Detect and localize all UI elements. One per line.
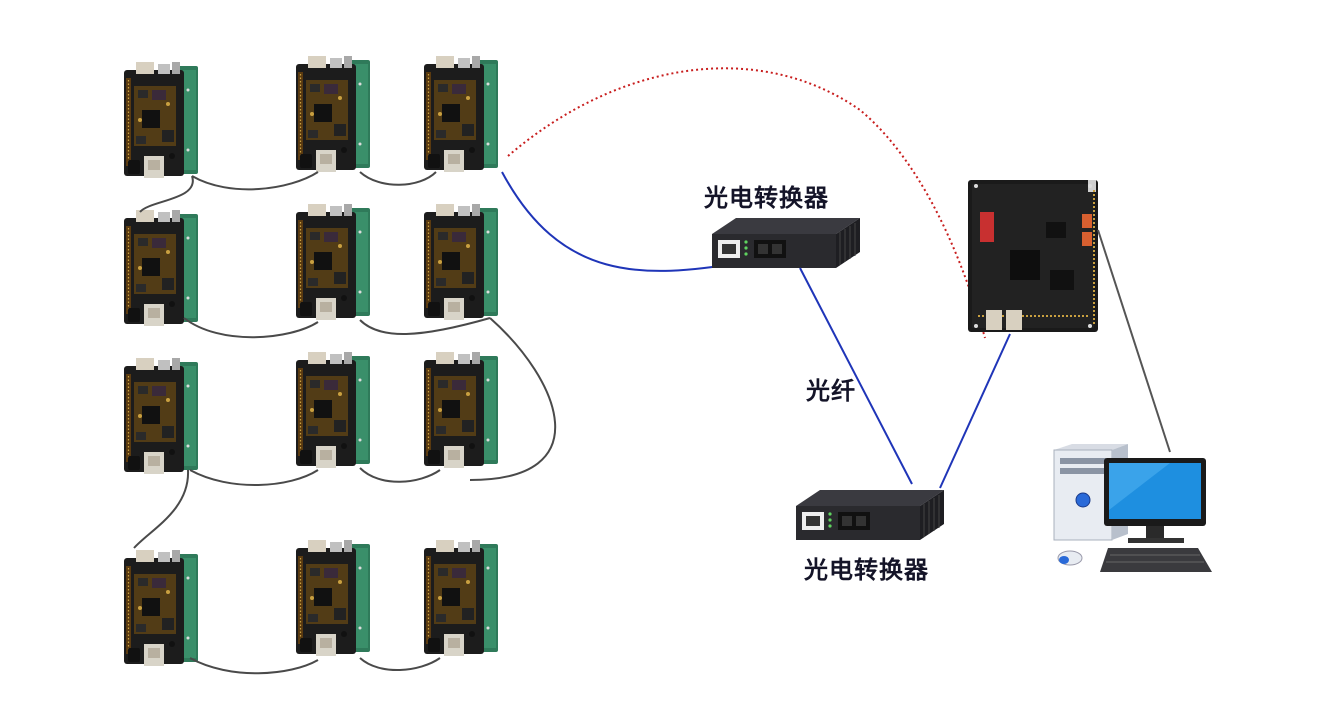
converter-bottom-label: 光电转换器 [804, 556, 929, 584]
media-converter-top-icon [711, 217, 861, 269]
media-converter-bottom-icon [795, 489, 945, 541]
fiber-link-blue [799, 267, 913, 485]
board-icon [123, 209, 199, 327]
desktop-computer-icon [1053, 444, 1212, 572]
converter-top-label: 光电转换器 [704, 184, 829, 212]
board-icon [295, 539, 371, 657]
board-icon [123, 357, 199, 475]
board-icon [423, 203, 499, 321]
board-icon [423, 539, 499, 657]
fpga-board-icon [968, 180, 1098, 332]
board-grid [123, 55, 499, 667]
ethernet-cable-blue-2 [939, 333, 1011, 489]
fiber-link-red [507, 67, 986, 339]
board-icon [123, 549, 199, 667]
board-icon [123, 61, 199, 179]
board-icon [423, 351, 499, 469]
ethernet-cables [133, 171, 557, 675]
fiber-label: 光纤 [806, 377, 856, 405]
board-icon [423, 55, 499, 173]
board-icon [295, 203, 371, 321]
board-icon [295, 55, 371, 173]
board-icon [295, 351, 371, 469]
pc-cable [1097, 229, 1171, 453]
ethernet-cable-blue [501, 171, 746, 272]
